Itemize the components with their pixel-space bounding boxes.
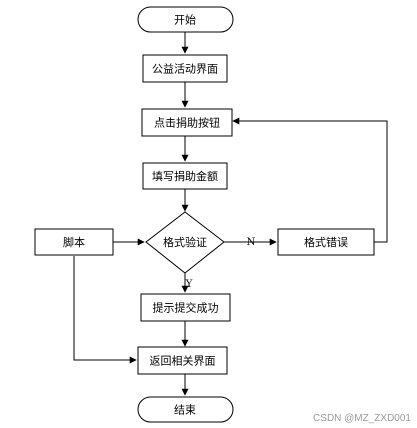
node-submit-success-label: 提示提交成功 <box>153 301 219 315</box>
node-fill-amount: 填写捐助金额 <box>142 162 228 190</box>
node-submit-success: 提示提交成功 <box>140 293 231 322</box>
node-charity-label: 公益活动界面 <box>152 62 218 76</box>
node-charity: 公益活动界面 <box>142 54 228 83</box>
node-click-donate: 点击捐助按钮 <box>141 108 233 137</box>
edge-error-click <box>232 117 388 243</box>
edges <box>73 32 388 396</box>
node-start-label: 开始 <box>174 13 196 27</box>
watermark: CSDN @MZ_ZXD001 <box>313 413 411 424</box>
node-return-page-label: 返回相关界面 <box>150 354 216 368</box>
node-script-label: 脚本 <box>63 235 85 249</box>
edge-script-return <box>73 256 137 364</box>
node-end-label: 结束 <box>174 404 196 417</box>
node-fill-amount-label: 填写捐助金额 <box>152 169 218 183</box>
node-script: 脚本 <box>34 228 114 256</box>
node-start: 开始 <box>137 6 234 33</box>
node-format-error-label: 格式错误 <box>304 235 348 249</box>
edge-label-no: N <box>247 237 256 248</box>
edge-label-yes: Y <box>185 279 193 290</box>
node-validate-label: 格式验证 <box>163 235 207 249</box>
node-format-error: 格式错误 <box>277 228 375 256</box>
node-click-donate-label: 点击捐助按钮 <box>154 116 220 130</box>
node-end: 结束 <box>137 396 234 423</box>
node-return-page: 返回相关界面 <box>137 346 228 375</box>
node-validate: 格式验证 <box>145 211 225 274</box>
